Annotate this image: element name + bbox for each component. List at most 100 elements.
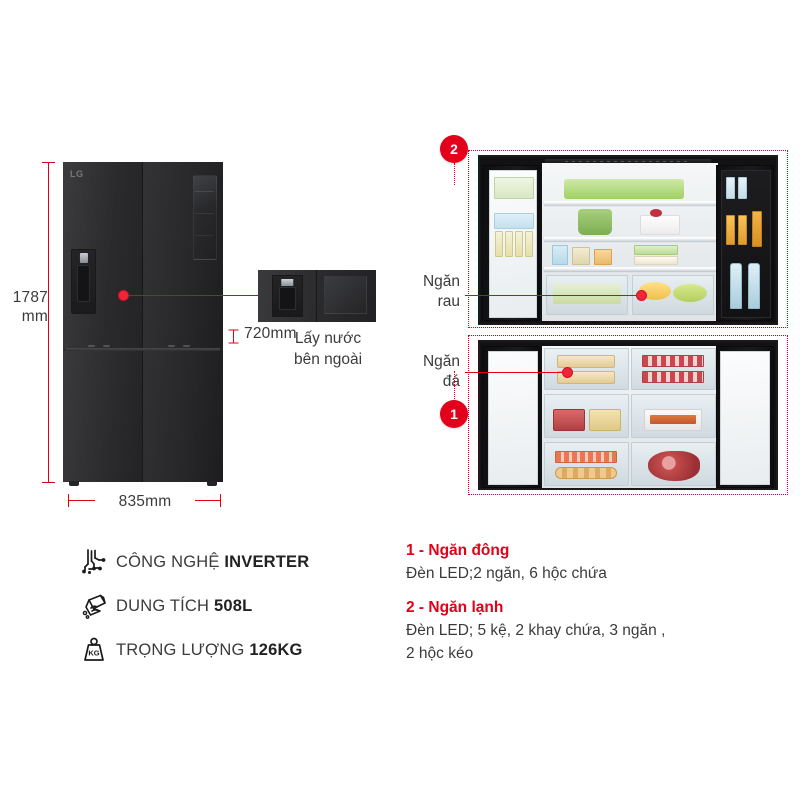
door-bin-produce	[494, 177, 534, 199]
fridge-shelf	[544, 201, 716, 205]
marker-dot-freezer	[562, 367, 573, 378]
freezer-door-left	[482, 346, 540, 488]
dispenser-recess	[77, 265, 91, 302]
spec-value-weight: 126KG	[249, 640, 303, 659]
door-tall-bottle	[748, 263, 760, 309]
volume-jug-icon	[72, 588, 116, 624]
shrimp-pack	[555, 467, 617, 479]
fridge-door-left-liner	[489, 170, 537, 318]
fridge-shelf	[544, 267, 716, 271]
dry-goods-jar	[572, 247, 590, 265]
freezer-door-left-liner	[488, 351, 538, 485]
door-bottle	[525, 231, 533, 257]
door-juice-bottle	[752, 211, 762, 247]
frozen-dough-box	[589, 409, 621, 431]
shelf-container	[552, 245, 568, 265]
dispenser-caption: Lấy nước bên ngoài	[293, 330, 363, 369]
refrigerator-exterior-illustration: LG	[63, 162, 223, 486]
door-top-right	[143, 162, 223, 348]
green-fruit	[673, 284, 707, 302]
handle-notch	[87, 345, 95, 348]
spec-text-volume: DUNG TÍCH 508L	[116, 597, 252, 616]
badge-2-stem	[454, 163, 455, 185]
vegetables	[553, 284, 621, 304]
freezer-drawer-6	[631, 442, 716, 486]
fridge-door-right-liner	[721, 170, 771, 318]
water-dispenser	[71, 249, 96, 315]
dispenser-detail-inset	[258, 270, 376, 322]
fridge-door-left	[482, 165, 540, 321]
height-dimension-label: 1787 mm	[12, 289, 48, 326]
spec-value-volume: 508L	[213, 596, 253, 615]
leader-line-vegetable	[465, 295, 641, 296]
inset-dispenser	[272, 275, 303, 317]
freezer-drawer-5	[544, 442, 629, 486]
dispenser-marker-dot	[118, 290, 129, 301]
raw-beef-cut	[648, 451, 700, 481]
handle-notch	[167, 345, 175, 348]
height-tick-top	[42, 162, 55, 163]
mid-hinge-bar	[66, 345, 220, 354]
fridge-interior	[542, 163, 718, 321]
callout-badge-fridge: 2	[440, 135, 468, 163]
vegetable-tray	[564, 179, 684, 199]
handle-notch	[103, 345, 111, 348]
freezer-drawer-3	[544, 394, 629, 438]
description-heading-fridge: 2 - Ngăn lạnh	[406, 599, 504, 617]
label-freezer-compartment: Ngăn đá	[422, 353, 460, 391]
description-heading-freezer: 1 - Ngăn đông	[406, 542, 510, 559]
inset-glass-panel	[324, 276, 367, 314]
door-water-bottle	[726, 177, 735, 199]
inset-dispenser-nozzle	[281, 278, 294, 286]
spec-row-weight: KG TRỌNG LƯỢNG 126KG	[72, 628, 402, 672]
citrus-fruit	[639, 282, 671, 300]
handle-notch	[182, 345, 190, 348]
height-tick-bottom	[42, 482, 55, 483]
leader-line-freezer	[465, 372, 567, 373]
lg-logo: LG	[70, 169, 84, 179]
width-dimension-label: 835mm	[95, 492, 195, 512]
inset-door-split	[315, 270, 317, 322]
glass-panel	[192, 174, 217, 261]
bacon-pack	[642, 355, 704, 367]
cabinet-foot	[207, 481, 217, 486]
depth-bracket-icon	[228, 329, 239, 344]
weight-kg-icon: KG	[72, 632, 116, 668]
fridge-shelf	[544, 237, 716, 241]
description-body-fridge: Đèn LED; 5 kệ, 2 khay chứa, 3 ngăn , 2 h…	[406, 622, 666, 662]
freezer-drawer-1	[544, 348, 629, 390]
fruit-jar	[594, 249, 612, 265]
door-bottle	[495, 231, 503, 257]
door-bin-label	[494, 213, 534, 229]
fridge-control-panel	[545, 159, 711, 164]
spec-text-weight: TRỌNG LƯỢNG 126KG	[116, 641, 303, 660]
svg-text:KG: KG	[88, 649, 99, 658]
frozen-food-box	[557, 355, 615, 368]
label-vegetable-compartment: Ngăn rau	[422, 273, 460, 311]
description-block-fridge: 2 - Ngăn lạnh Đèn LED; 5 kệ, 2 khay chứa…	[406, 599, 756, 665]
door-top-left: LG	[63, 162, 143, 348]
door-juice-bottle	[726, 215, 735, 245]
freezer-door-right	[716, 346, 774, 488]
spec-value-inverter: INVERTER	[224, 552, 310, 571]
marker-dot-vegetable	[636, 290, 647, 301]
greens-box	[634, 245, 678, 255]
bacon-pack	[642, 371, 704, 383]
width-tick-left	[68, 494, 69, 507]
refrigerator-interior-illustration: 2 1	[440, 135, 788, 495]
door-bottom-right	[143, 351, 223, 482]
berries	[650, 209, 662, 217]
dispenser-nozzle	[79, 252, 88, 263]
spec-label-volume: DUNG TÍCH	[116, 596, 214, 615]
inset-dispenser-recess	[278, 287, 297, 311]
egg-tray	[634, 256, 678, 265]
freezer-interior	[542, 346, 718, 488]
compartment-descriptions: 1 - Ngăn đông Đèn LED;2 ngăn, 6 hộc chứa…	[406, 542, 756, 679]
spec-row-inverter: CÔNG NGHỆ INVERTER	[72, 540, 402, 584]
green-pot	[578, 209, 612, 235]
description-block-freezer: 1 - Ngăn đông Đèn LED;2 ngăn, 6 hộc chứa	[406, 542, 756, 585]
frozen-sausage	[650, 415, 696, 424]
frozen-meat-box	[553, 409, 585, 431]
cabinet-foot	[69, 481, 79, 486]
